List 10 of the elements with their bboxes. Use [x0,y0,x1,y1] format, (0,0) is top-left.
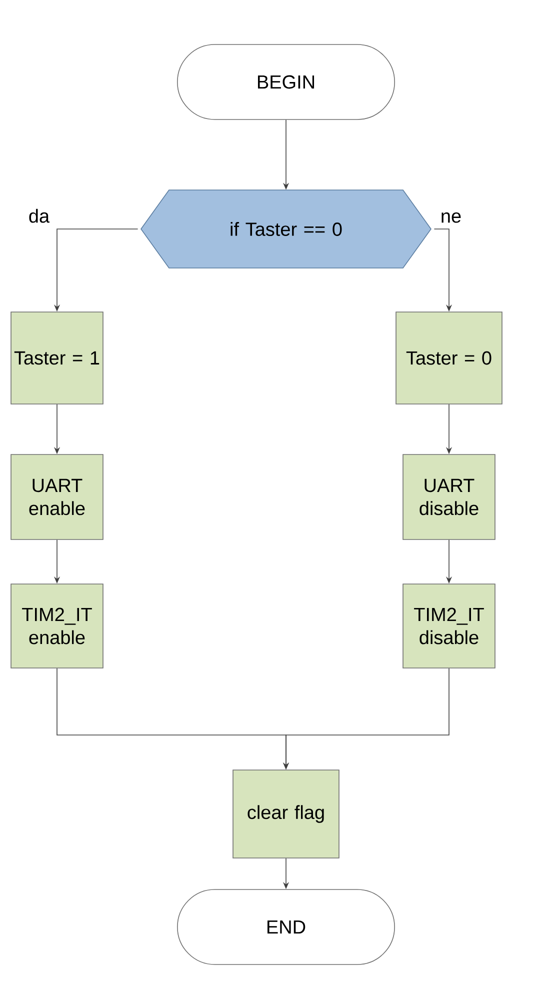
process-box: clear flag [232,770,340,858]
process-box: UART disable [402,454,496,540]
decision-hexagon: if Taster == 0 [140,190,432,268]
process-box: UART enable [10,454,104,540]
process-box: Taster = 0 [396,312,502,404]
process-box: TIM2_IT disable [402,584,496,668]
process-box: Taster = 1 [10,312,104,404]
process-box: TIM2_IT enable [10,584,104,668]
edge-label: da [29,208,50,223]
edge-label: ne [442,212,461,223]
